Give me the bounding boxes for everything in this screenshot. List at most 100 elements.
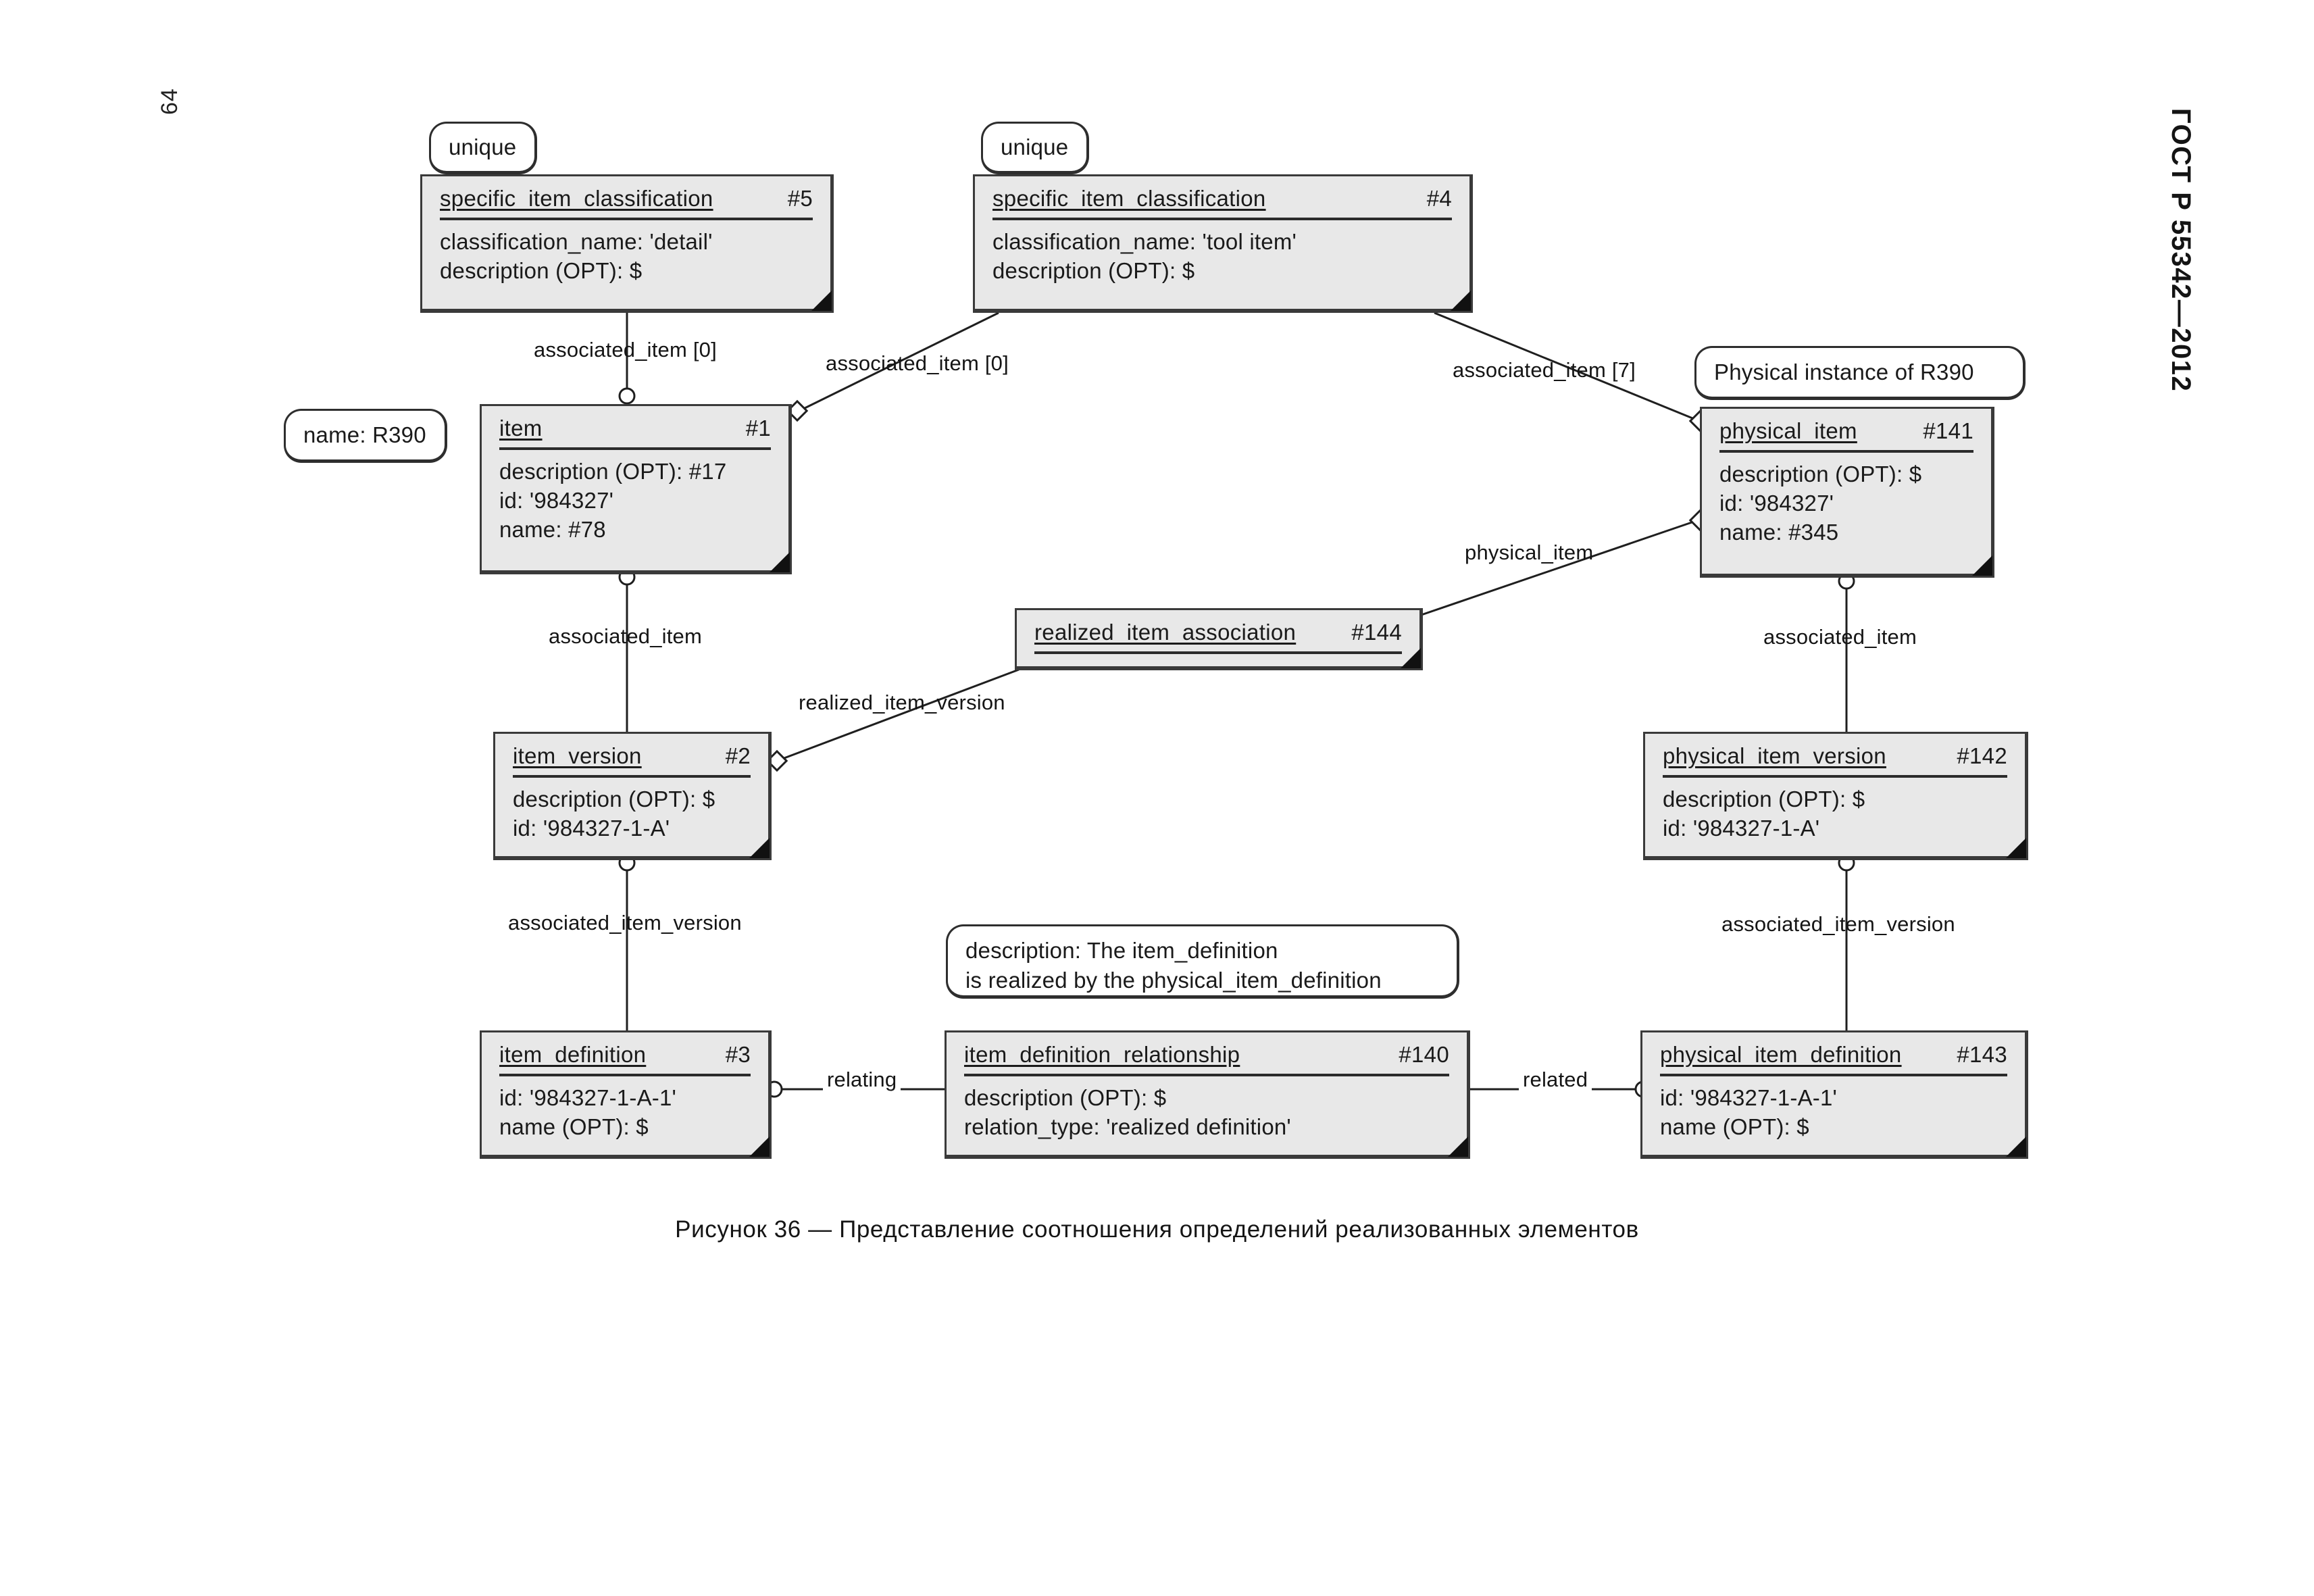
box-header: physical_item #141: [1719, 418, 1973, 453]
attribute-list: classification_name: 'detail' descriptio…: [440, 228, 813, 286]
attribute-list: classification_name: 'tool item' descrip…: [992, 228, 1452, 286]
attribute-row: id: '984327-1-A': [1663, 815, 1820, 841]
entity-name: physical_item_definition: [1660, 1042, 1902, 1067]
instance-box-item-version-2[interactable]: item_version #2 description (OPT): $ id:…: [493, 732, 772, 860]
instance-box-item-definition-relationship-140[interactable]: item_definition_relationship #140 descri…: [945, 1030, 1470, 1159]
entity-id: #1: [745, 416, 771, 441]
edge-label-associated-item-0-mid: associated_item [0]: [826, 351, 1009, 375]
entity-id: #141: [1923, 418, 1973, 443]
attribute-row: id: '984327': [1719, 490, 1834, 516]
attribute-list: id: '984327-1-A-1' name (OPT): $: [1660, 1084, 2007, 1142]
box-header: physical_item_definition #143: [1660, 1042, 2007, 1076]
edge-label-realized-item-version: realized_item_version: [799, 691, 1005, 714]
folded-corner-icon: [2006, 1137, 2026, 1157]
entity-name: item_definition: [499, 1042, 647, 1067]
attribute-list: description (OPT): $ relation_type: 'rea…: [964, 1084, 1449, 1142]
edge-label-associated-item-version-right: associated_item_version: [1721, 912, 1955, 936]
entity-name: item: [499, 416, 543, 441]
folded-corner-icon: [749, 1137, 770, 1157]
attribute-row: description (OPT): $: [440, 257, 643, 283]
entity-id: #142: [1957, 743, 2007, 768]
note-text-line: is realized by the physical_item_definit…: [965, 968, 1382, 993]
folded-corner-icon: [1448, 1137, 1468, 1157]
instance-box-item-1[interactable]: item #1 description (OPT): #17 id: '9843…: [480, 404, 792, 574]
box-header: item_version #2: [513, 743, 751, 778]
instance-box-realized-item-association-144[interactable]: realized_item_association #144: [1015, 608, 1423, 670]
note-text: Physical instance of R390: [1714, 359, 1974, 384]
entity-id: #5: [787, 186, 813, 211]
entity-name: specific_item_classification: [992, 186, 1266, 211]
note-unique-right: unique: [981, 122, 1089, 174]
edge-label-relating: relating: [823, 1068, 901, 1092]
attribute-row: relation_type: 'realized definition': [964, 1114, 1291, 1139]
figure-caption: Рисунок 36 — Представление соотношения о…: [675, 1216, 1639, 1243]
box-header: item #1: [499, 416, 771, 450]
note-unique-left: unique: [429, 122, 537, 174]
attribute-row: description (OPT): #17: [499, 459, 727, 484]
entity-name: specific_item_classification: [440, 186, 713, 211]
instance-box-item-definition-3[interactable]: item_definition #3 id: '984327-1-A-1' na…: [480, 1030, 772, 1159]
attribute-list: description (OPT): $ id: '984327-1-A': [1663, 785, 2007, 843]
edge-label-associated-item-right: associated_item: [1763, 625, 1917, 649]
edge-label-associated-item-0-left: associated_item [0]: [534, 338, 717, 361]
folded-corner-icon: [1972, 555, 1992, 576]
box-header: specific_item_classification #5: [440, 186, 813, 220]
folded-corner-icon: [770, 552, 790, 572]
folded-corner-icon: [2006, 838, 2026, 858]
attribute-row: description (OPT): $: [964, 1085, 1167, 1110]
attribute-row: classification_name: 'detail': [440, 229, 713, 254]
edge-label-associated-item-7: associated_item [7]: [1453, 358, 1636, 382]
attribute-row: description (OPT): $: [1719, 462, 1922, 487]
edge-label-physical-item: physical_item: [1465, 541, 1594, 564]
attribute-row: id: '984327-1-A': [513, 815, 670, 841]
attribute-row: name (OPT): $: [499, 1114, 649, 1139]
attribute-row: name (OPT): $: [1660, 1114, 1809, 1139]
box-header: item_definition #3: [499, 1042, 751, 1076]
attribute-row: description (OPT): $: [513, 787, 715, 812]
instance-box-physical-item-version-142[interactable]: physical_item_version #142 description (…: [1643, 732, 2028, 860]
entity-id: #3: [725, 1042, 751, 1067]
edge-label-associated-item-left: associated_item: [549, 624, 703, 648]
entity-name: item_version: [513, 743, 642, 768]
attribute-list: description (OPT): $ id: '984327-1-A': [513, 785, 751, 843]
attribute-list: description (OPT): #17 id: '984327' name…: [499, 457, 771, 545]
note-text: unique: [449, 134, 517, 159]
box-header: specific_item_classification #4: [992, 186, 1452, 220]
box-header: physical_item_version #142: [1663, 743, 2007, 778]
attribute-row: id: '984327': [499, 487, 614, 513]
note-physical-instance-of-r390: Physical instance of R390: [1694, 346, 2026, 400]
instance-box-specific-item-classification-4[interactable]: specific_item_classification #4 classifi…: [973, 174, 1473, 313]
attribute-row: name: #345: [1719, 519, 1839, 545]
folded-corner-icon: [1451, 291, 1471, 311]
box-header: realized_item_association #144: [1034, 620, 1402, 654]
entity-id: #140: [1399, 1042, 1449, 1067]
entity-id: #144: [1351, 620, 1402, 645]
folded-corner-icon: [749, 838, 770, 858]
attribute-row: name: #78: [499, 516, 606, 542]
attribute-row: classification_name: 'tool item': [992, 229, 1297, 254]
entity-id: #2: [725, 743, 751, 768]
attribute-row: description (OPT): $: [1663, 787, 1865, 812]
attribute-row: id: '984327-1-A-1': [499, 1085, 677, 1110]
attribute-list: description (OPT): $ id: '984327' name: …: [1719, 460, 1973, 547]
entity-name: item_definition_relationship: [964, 1042, 1240, 1067]
entity-id: #143: [1957, 1042, 2007, 1067]
note-name-r390: name: R390: [284, 409, 447, 463]
folded-corner-icon: [1401, 648, 1421, 668]
entity-id: #4: [1426, 186, 1452, 211]
attribute-row: description (OPT): $: [992, 257, 1195, 283]
edge-label-related: related: [1519, 1068, 1592, 1092]
edge-label-associated-item-version-left: associated_item_version: [508, 911, 742, 934]
attribute-list: id: '984327-1-A-1' name (OPT): $: [499, 1084, 751, 1142]
box-header: item_definition_relationship #140: [964, 1042, 1449, 1076]
note-text: name: R390: [303, 422, 426, 447]
instance-box-physical-item-141[interactable]: physical_item #141 description (OPT): $ …: [1700, 407, 1994, 578]
attribute-row: id: '984327-1-A-1': [1660, 1085, 1838, 1110]
note-text: unique: [1001, 134, 1069, 159]
instance-box-physical-item-definition-143[interactable]: physical_item_definition #143 id: '98432…: [1640, 1030, 2028, 1159]
entity-name: physical_item: [1719, 418, 1857, 443]
instance-box-specific-item-classification-5[interactable]: specific_item_classification #5 classifi…: [420, 174, 834, 313]
note-text-line: description: The item_definition: [965, 938, 1278, 963]
